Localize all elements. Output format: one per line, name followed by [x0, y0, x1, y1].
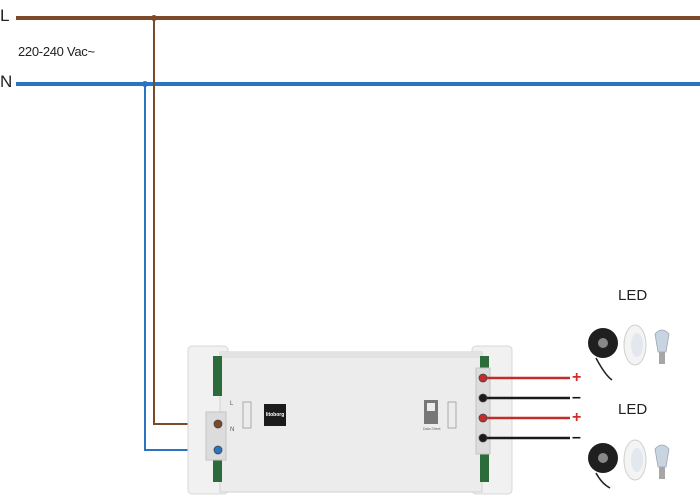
- input-terminal-live: [213, 419, 223, 429]
- bulb-icon: [654, 444, 670, 468]
- output-2-plus-symbol: +: [572, 409, 582, 426]
- output-marking-box: [447, 401, 457, 429]
- neutral-label: N: [0, 72, 13, 91]
- output-terminal-1-minus: [478, 393, 488, 403]
- led-1-cable: [595, 357, 613, 381]
- input-terminal-neutral: [213, 445, 223, 455]
- output-terminal-2-minus: [478, 433, 488, 443]
- input-terminal-l-label: L: [230, 401, 234, 407]
- led-group-1: [588, 324, 670, 381]
- output-terminal-block: [475, 367, 491, 455]
- driver-brand-logo: litoborg: [264, 404, 286, 426]
- bulb-base-icon: [659, 467, 665, 479]
- downlight-lens-icon: [631, 333, 643, 357]
- neutral-junction: [142, 81, 148, 87]
- led-strip-reel-hub: [598, 338, 608, 348]
- input-terminal-n-label: N: [230, 427, 235, 433]
- led-strip-reel-hub: [598, 453, 608, 463]
- pcb-strip-left-bottom: [213, 448, 222, 482]
- input-marking-box: [242, 401, 252, 429]
- qr-code-inner: [427, 403, 435, 411]
- output-terminal-1-plus: [478, 373, 488, 383]
- bulb-base-icon: [659, 352, 665, 364]
- downlight-lens-icon: [631, 448, 643, 472]
- led-driver: [187, 345, 513, 495]
- output-terminal-2-plus: [478, 413, 488, 423]
- pcb-strip-right-bottom: [480, 448, 489, 482]
- bulb-icon: [654, 329, 670, 353]
- output-1-plus-symbol: +: [572, 369, 582, 386]
- led-label-1: LED: [618, 287, 648, 304]
- driver-body: [219, 351, 483, 493]
- led-label-2: LED: [618, 401, 648, 418]
- live-junction: [151, 15, 157, 21]
- qr-caption: Data Sheet: [423, 427, 441, 431]
- driver-top-edge: [220, 352, 482, 358]
- voltage-label: 220-240 Vac~: [18, 44, 95, 59]
- pcb-strip-left-top: [213, 356, 222, 396]
- output-1-minus-symbol: –: [572, 389, 581, 406]
- led-2-cable: [595, 472, 611, 489]
- output-2-minus-symbol: –: [572, 429, 581, 446]
- led-group-2: [588, 439, 670, 489]
- live-label: L: [0, 6, 10, 25]
